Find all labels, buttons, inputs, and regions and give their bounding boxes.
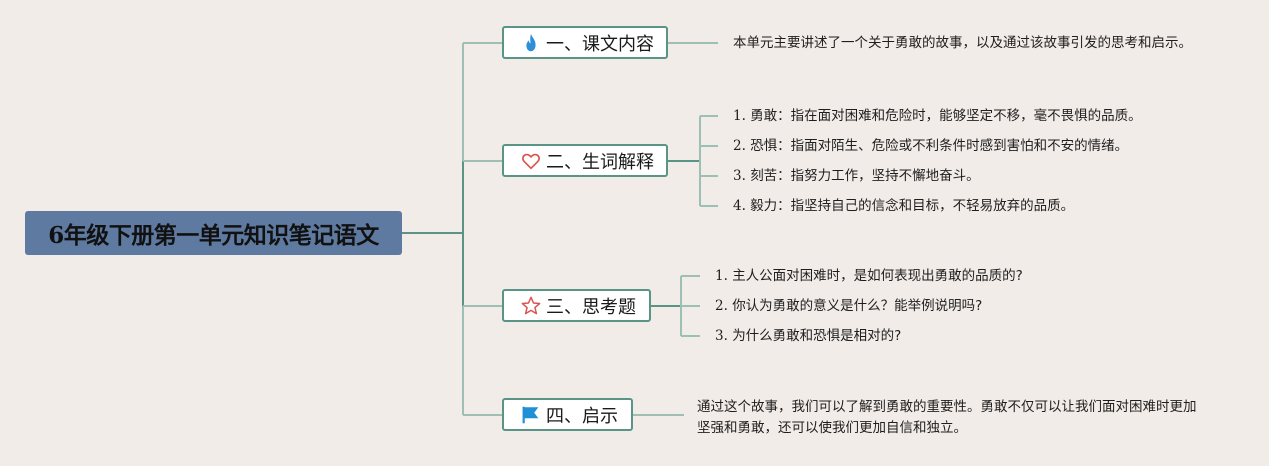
root-topic[interactable]: 6年级下册第一单元知识笔记语文 [25,211,402,255]
leaf-inspiration-text[interactable]: 通过这个故事，我们可以了解到勇敢的重要性。勇敢不仅可以让我们面对困难时更加坚强和… [697,397,1197,439]
branch-topic-questions[interactable]: 三、思考题 [502,289,651,322]
root-title: 6年级下册第一单元知识笔记语文 [48,222,379,249]
star-icon [520,295,542,317]
leaf-vocab-2[interactable]: 2. 恐惧：指面对陌生、危险或不利条件时感到害怕和不安的情绪。 [733,136,1128,156]
leaf-question-1[interactable]: 1. 主人公面对困难时，是如何表现出勇敢的品质的? [715,266,1023,286]
leaf-number: 1. [733,108,746,124]
flag-icon [520,404,542,426]
leaf-text: 刻苦：指努力工作，坚持不懈地奋斗。 [750,168,980,184]
leaf-number: 2. [715,298,728,314]
branch-label: 一、课文内容 [546,33,654,55]
leaf-number: 4. [733,198,746,214]
leaf-question-3[interactable]: 3. 为什么勇敢和恐惧是相对的? [715,326,901,346]
leaf-number: 2. [733,138,746,154]
branch-topic-lesson-content[interactable]: 一、课文内容 [502,26,668,59]
heart-icon [520,150,542,172]
branch-label: 三、思考题 [546,296,636,318]
leaf-vocab-3[interactable]: 3. 刻苦：指努力工作，坚持不懈地奋斗。 [733,166,980,186]
leaf-vocab-4[interactable]: 4. 毅力：指坚持自己的信念和目标，不轻易放弃的品质。 [733,196,1074,216]
branch-label: 四、启示 [546,405,618,427]
leaf-text: 本单元主要讲述了一个关于勇敢的故事，以及通过该故事引发的思考和启示。 [733,35,1192,51]
branch-label: 二、生词解释 [546,151,654,173]
leaf-text: 主人公面对困难时，是如何表现出勇敢的品质的? [732,268,1023,284]
leaf-number: 3. [733,168,746,184]
leaf-question-2[interactable]: 2. 你认为勇敢的意义是什么？能举例说明吗? [715,296,982,316]
leaf-vocab-1[interactable]: 1. 勇敢：指在面对困难和危险时，能够坚定不移，毫不畏惧的品质。 [733,106,1142,126]
leaf-text: 毅力：指坚持自己的信念和目标，不轻易放弃的品质。 [750,198,1075,214]
leaf-number: 1. [715,268,728,284]
leaf-text: 通过这个故事，我们可以了解到勇敢的重要性。勇敢不仅可以让我们面对困难时更加坚强和… [697,399,1197,436]
leaf-text: 勇敢：指在面对困难和危险时，能够坚定不移，毫不畏惧的品质。 [750,108,1142,124]
branch-topic-vocabulary[interactable]: 二、生词解释 [502,144,668,177]
leaf-text: 为什么勇敢和恐惧是相对的? [732,328,902,344]
branch-topic-inspiration[interactable]: 四、启示 [502,398,633,431]
leaf-text: 你认为勇敢的意义是什么？能举例说明吗? [732,298,983,314]
fire-icon [520,32,542,54]
leaf-text: 恐惧：指面对陌生、危险或不利条件时感到害怕和不安的情绪。 [750,138,1129,154]
leaf-number: 3. [715,328,728,344]
leaf-lesson-summary[interactable]: 本单元主要讲述了一个关于勇敢的故事，以及通过该故事引发的思考和启示。 [733,33,1192,53]
